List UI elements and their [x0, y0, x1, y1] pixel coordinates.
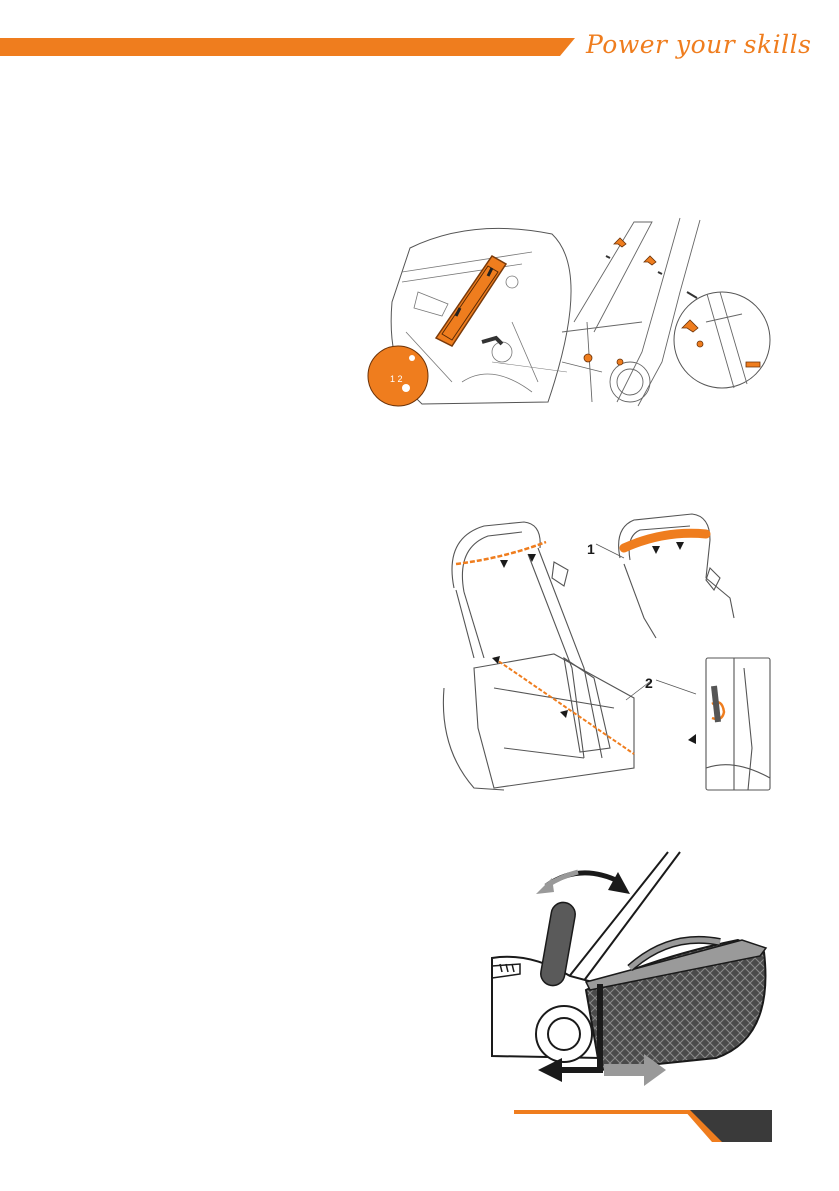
brand-tagline: Power your skills: [586, 30, 811, 59]
handle-bracket-figure: 1 2: [362, 212, 782, 412]
callout-1: 1: [587, 541, 595, 557]
callout-2: 2: [645, 675, 653, 691]
grass-catcher-figure: [490, 848, 772, 1098]
footer-page-tab: [500, 1110, 839, 1152]
handle-cable-figure: [434, 508, 774, 798]
svg-text:1 2: 1 2: [390, 374, 403, 384]
